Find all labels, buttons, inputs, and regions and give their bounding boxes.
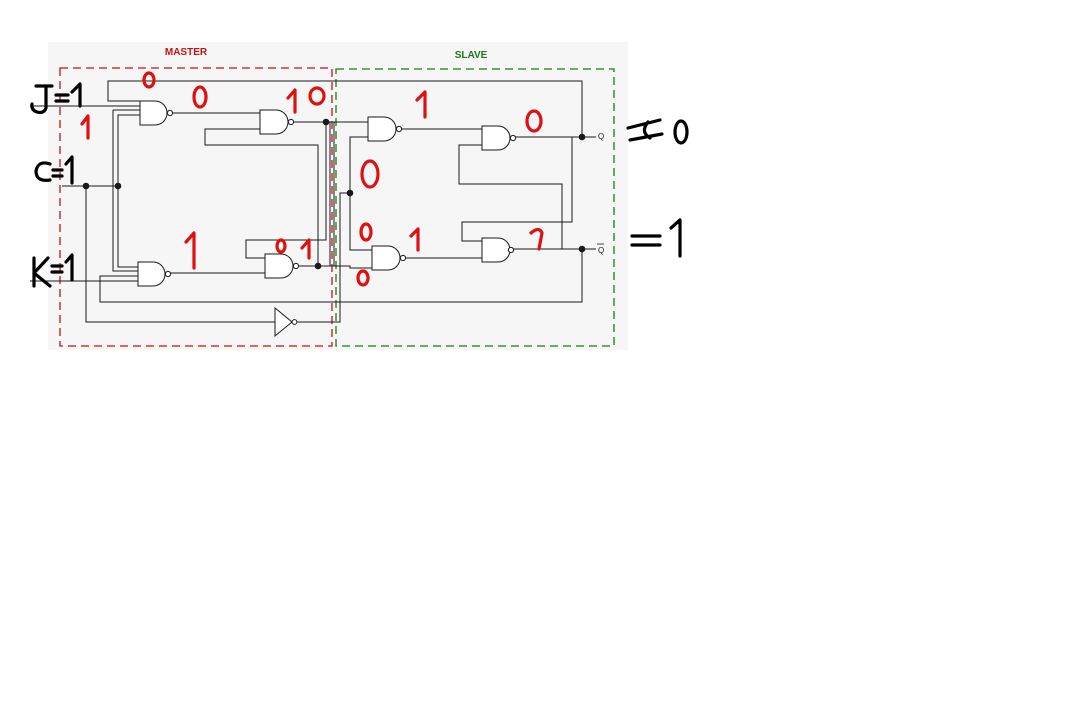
master-latch-bottom — [264, 253, 300, 279]
schematic-background — [48, 42, 628, 350]
handwritten-logic-values — [80, 71, 544, 287]
junction-dot-icon — [346, 189, 354, 197]
junction-dot-icon — [578, 245, 586, 253]
junction-dot-icon — [114, 182, 122, 190]
handwritten-j — [30, 84, 54, 115]
master-nand-k — [137, 261, 172, 287]
junction-dot-icon — [578, 133, 586, 141]
nand-gate-icon — [259, 109, 289, 135]
junction-dot-icon — [82, 182, 90, 190]
junction-dot-icon — [314, 262, 322, 270]
handwritten-input-labels — [30, 82, 689, 288]
nand-gate-icon — [481, 125, 511, 151]
nand-gate-icon — [371, 245, 401, 271]
slave-nand-bottom — [371, 245, 407, 271]
handwritten-c — [34, 161, 52, 182]
handwritten-q-equals — [626, 118, 664, 142]
slave-boundary — [335, 68, 615, 347]
master-nand-j — [139, 100, 174, 126]
master-label: MASTER — [165, 47, 208, 58]
master-boundary — [59, 67, 333, 347]
nand-gate-icon — [139, 100, 168, 126]
wires — [30, 80, 596, 323]
slave-nand-top — [367, 116, 403, 142]
junctions — [82, 118, 586, 270]
slave-label: SLAVE — [455, 50, 488, 61]
handwritten-qbar-equals — [630, 234, 662, 247]
nand-gate-icon — [264, 253, 294, 279]
slave-latch-top — [481, 125, 517, 151]
junction-dot-icon — [322, 118, 330, 126]
q-output-label: Q — [598, 132, 604, 141]
handwritten-k — [32, 256, 52, 288]
not-gate-icon — [274, 306, 293, 338]
qbar-output-label: Q — [598, 246, 604, 255]
master-latch-top — [259, 109, 295, 135]
clock-inverter — [274, 306, 298, 338]
nand-gate-icon — [137, 261, 166, 287]
slave-latch-bottom — [481, 237, 515, 263]
nand-gate-icon — [481, 237, 511, 263]
nand-gate-icon — [367, 116, 397, 142]
